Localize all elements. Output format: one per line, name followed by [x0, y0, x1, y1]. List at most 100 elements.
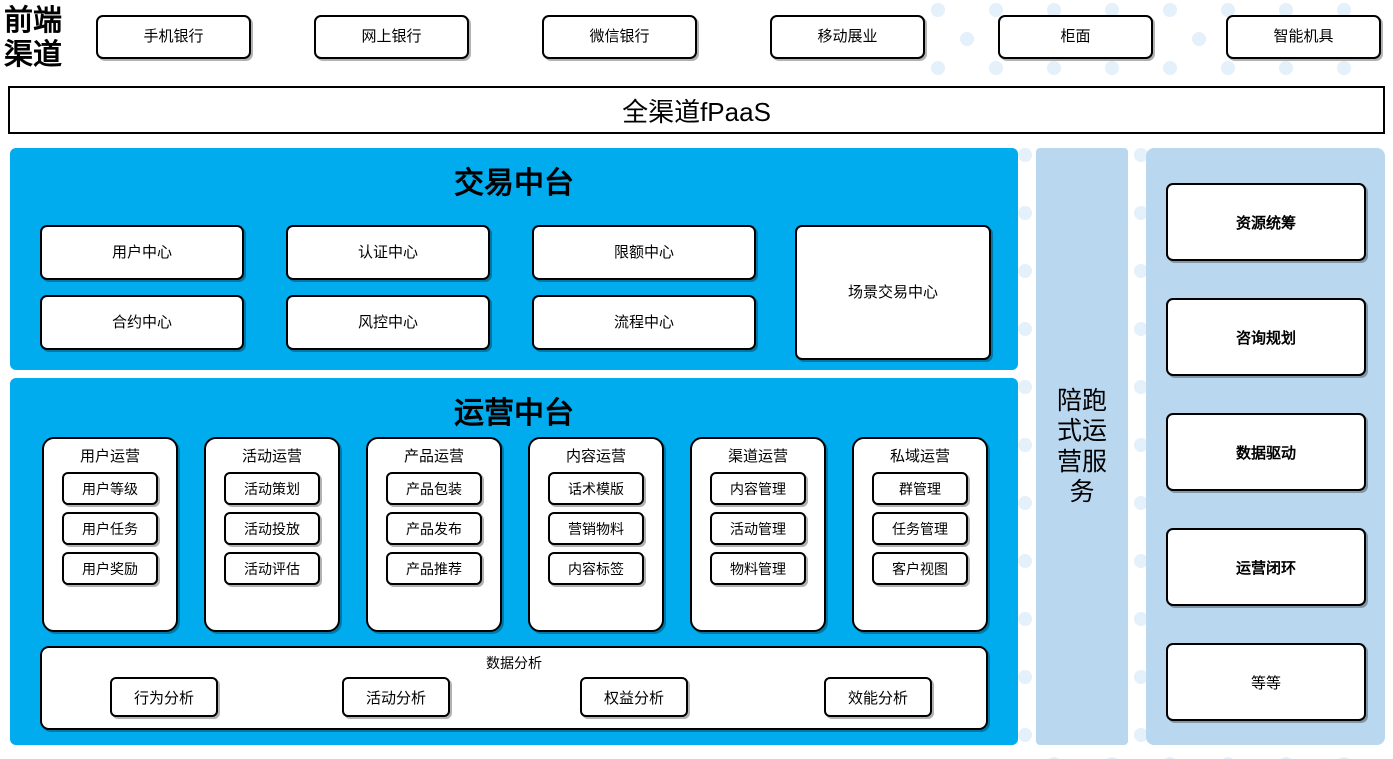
trade-center-box-2[interactable]: 认证中心: [286, 225, 490, 280]
ops-item-4-3[interactable]: 内容标签: [548, 552, 644, 585]
ops-item-2-1[interactable]: 活动策划: [224, 472, 320, 505]
channel-chip-5[interactable]: 柜面: [998, 15, 1153, 59]
service-box-label: 咨询规划: [1235, 329, 1296, 347]
data-analysis-band: 数据分析 行为分析 活动分析 权益分析 效能分析: [40, 646, 988, 730]
trade-center-box-6[interactable]: 流程中心: [532, 295, 756, 350]
channel-chip-label: 网上银行: [361, 28, 422, 46]
trade-center-box-1[interactable]: 用户中心: [40, 225, 244, 280]
ops-item-5-1[interactable]: 内容管理: [710, 472, 806, 505]
ops-column-title: 渠道运营: [727, 448, 788, 465]
ops-item-label: 内容管理: [730, 480, 786, 497]
ops-item-label: 群管理: [899, 480, 941, 497]
ops-item-3-3[interactable]: 产品推荐: [386, 552, 482, 585]
ops-item-2-2[interactable]: 活动投放: [224, 512, 320, 545]
analysis-item-label: 效能分析: [847, 689, 908, 707]
ops-column-3: 产品运营产品包装产品发布产品推荐: [366, 437, 502, 632]
channel-chip-label: 微信银行: [589, 28, 650, 46]
ops-item-label: 活动评估: [244, 560, 300, 577]
scene-trade-center-label: 场景交易中心: [847, 283, 938, 301]
front-channel-label: 前端 渠道: [4, 4, 63, 71]
ops-item-label: 话术模版: [568, 480, 624, 497]
ops-column-2: 活动运营活动策划活动投放活动评估: [204, 437, 340, 632]
ops-column-1: 用户运营用户等级用户任务用户奖励: [42, 437, 178, 632]
trade-center-title: 交易中台: [454, 167, 574, 200]
channel-chip-4[interactable]: 移动展业: [770, 15, 925, 59]
ops-item-4-1[interactable]: 话术模版: [548, 472, 644, 505]
escort-operation-service-label: 陪跑式运营服务: [1056, 386, 1107, 507]
ops-item-label: 用户等级: [82, 480, 138, 497]
channel-chip-label: 柜面: [1060, 28, 1091, 46]
ops-item-1-1[interactable]: 用户等级: [62, 472, 158, 505]
channel-chip-label: 智能机具: [1273, 28, 1334, 46]
analysis-item-2[interactable]: 活动分析: [342, 677, 450, 717]
ops-column-4: 内容运营话术模版营销物料内容标签: [528, 437, 664, 632]
trade-center-box-5[interactable]: 风控中心: [286, 295, 490, 350]
ops-column-title: 内容运营: [565, 448, 626, 465]
ops-column-5: 渠道运营内容管理活动管理物料管理: [690, 437, 826, 632]
service-box-3[interactable]: 数据驱动: [1166, 413, 1366, 491]
channel-chip-2[interactable]: 网上银行: [314, 15, 469, 59]
ops-item-6-2[interactable]: 任务管理: [872, 512, 968, 545]
ops-item-label: 活动投放: [244, 520, 300, 537]
ops-item-label: 产品包装: [406, 480, 462, 497]
service-box-label: 数据驱动: [1235, 444, 1296, 462]
service-box-label: 资源统筹: [1235, 214, 1296, 232]
trade-center-box-4[interactable]: 合约中心: [40, 295, 244, 350]
ops-item-label: 用户任务: [82, 520, 138, 537]
ops-column-6: 私域运营群管理任务管理客户视图: [852, 437, 988, 632]
ops-item-label: 客户视图: [892, 560, 948, 577]
service-box-label: 等等: [1250, 674, 1281, 692]
service-box-4[interactable]: 运营闭环: [1166, 528, 1366, 606]
channel-chip-3[interactable]: 微信银行: [542, 15, 697, 59]
service-box-1[interactable]: 资源统筹: [1166, 183, 1366, 261]
ops-item-5-2[interactable]: 活动管理: [710, 512, 806, 545]
channel-chip-1[interactable]: 手机银行: [96, 15, 251, 59]
analysis-item-4[interactable]: 效能分析: [824, 677, 932, 717]
ops-item-3-1[interactable]: 产品包装: [386, 472, 482, 505]
trade-center-box-label: 合约中心: [111, 313, 172, 331]
ops-item-label: 活动管理: [730, 520, 786, 537]
trade-center-box-3[interactable]: 限额中心: [532, 225, 756, 280]
service-capability-panel: 资源统筹咨询规划数据驱动运营闭环等等: [1146, 148, 1385, 745]
ops-item-label: 产品发布: [406, 520, 462, 537]
ops-item-2-3[interactable]: 活动评估: [224, 552, 320, 585]
service-box-5[interactable]: 等等: [1166, 643, 1366, 721]
data-analysis-title: 数据分析: [486, 655, 542, 671]
analysis-item-label: 行为分析: [133, 689, 194, 707]
ops-item-1-3[interactable]: 用户奖励: [62, 552, 158, 585]
trade-center-box-label: 认证中心: [357, 243, 418, 261]
fpaas-label: 全渠道fPaaS: [622, 96, 771, 127]
ops-center-title: 运营中台: [454, 397, 574, 430]
omnichannel-fpaas-banner: 全渠道fPaaS: [8, 86, 1385, 134]
analysis-item-label: 活动分析: [365, 689, 426, 707]
ops-column-title: 产品运营: [403, 448, 464, 465]
analysis-item-3[interactable]: 权益分析: [580, 677, 688, 717]
channel-chip-6[interactable]: 智能机具: [1226, 15, 1381, 59]
analysis-item-1[interactable]: 行为分析: [110, 677, 218, 717]
trade-center-box-label: 限额中心: [613, 243, 674, 261]
ops-item-3-2[interactable]: 产品发布: [386, 512, 482, 545]
ops-item-4-2[interactable]: 营销物料: [548, 512, 644, 545]
ops-item-label: 活动策划: [244, 480, 300, 497]
ops-item-label: 物料管理: [730, 560, 786, 577]
trade-center-box-label: 风控中心: [357, 313, 418, 331]
ops-item-label: 营销物料: [568, 520, 624, 537]
ops-column-title: 私域运营: [889, 448, 950, 465]
trade-center-box-label: 流程中心: [613, 313, 674, 331]
ops-item-6-3[interactable]: 客户视图: [872, 552, 968, 585]
ops-item-label: 任务管理: [892, 520, 948, 537]
scene-trade-center-box[interactable]: 场景交易中心: [795, 225, 991, 360]
ops-column-title: 用户运营: [79, 448, 140, 465]
service-box-2[interactable]: 咨询规划: [1166, 298, 1366, 376]
trade-center-box-label: 用户中心: [111, 243, 172, 261]
channel-chip-label: 手机银行: [143, 28, 204, 46]
service-box-label: 运营闭环: [1235, 559, 1296, 577]
ops-item-5-3[interactable]: 物料管理: [710, 552, 806, 585]
escort-operation-service-bar: 陪跑式运营服务: [1036, 148, 1128, 745]
ops-item-6-1[interactable]: 群管理: [872, 472, 968, 505]
ops-item-1-2[interactable]: 用户任务: [62, 512, 158, 545]
channel-chip-label: 移动展业: [817, 28, 878, 46]
ops-item-label: 内容标签: [568, 560, 624, 577]
analysis-item-label: 权益分析: [603, 689, 664, 707]
ops-item-label: 用户奖励: [82, 560, 138, 577]
